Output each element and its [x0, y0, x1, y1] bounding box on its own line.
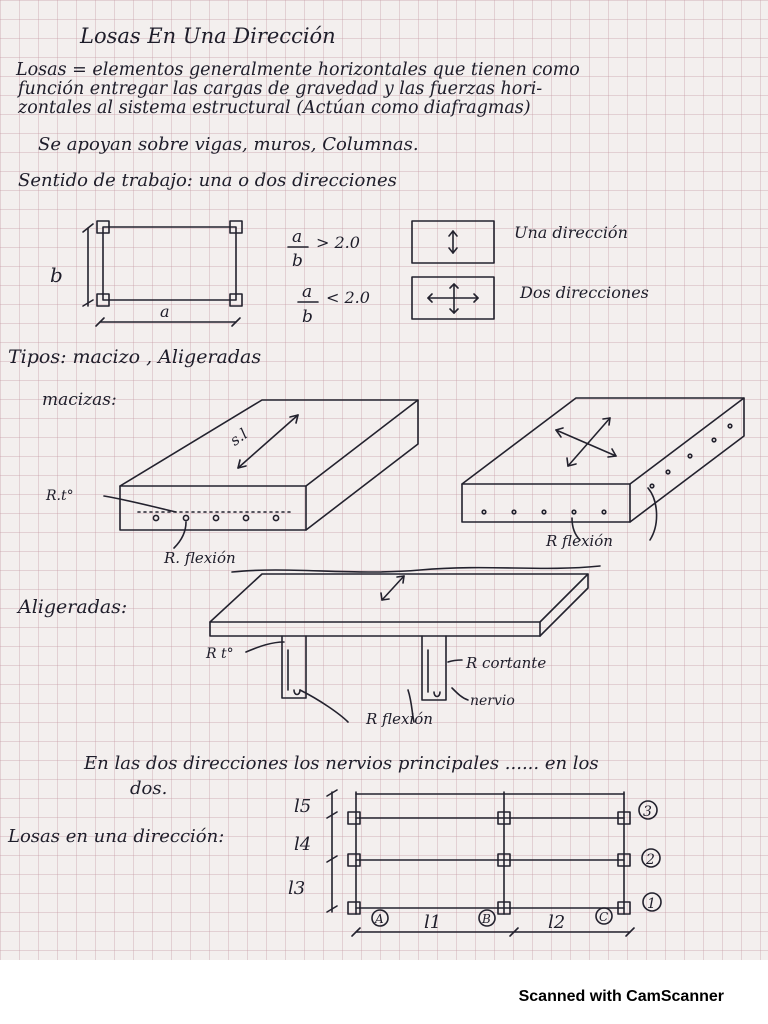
- column-icon: [347, 811, 361, 825]
- fraction-b-1: b: [292, 251, 303, 271]
- column-icon: [96, 293, 110, 307]
- axis-bubble: [371, 909, 389, 927]
- notebook-page: [0, 0, 768, 960]
- flexion-right-label: R flexión: [545, 532, 613, 550]
- slab-plan-diagram: a b: [50, 220, 243, 327]
- column-icon: [347, 901, 361, 915]
- camscanner-watermark: Scanned with CamScanner: [518, 988, 724, 1005]
- row-bubble: [642, 892, 662, 912]
- column-icon: [497, 811, 511, 825]
- row-bubble: [638, 800, 658, 820]
- fraction-a-1: a: [292, 227, 302, 247]
- axis-label-b: B: [481, 912, 491, 926]
- note-line-2: dos.: [130, 778, 168, 799]
- row-bubble: [641, 848, 661, 868]
- column-icon: [229, 220, 243, 234]
- dim-a-label: a: [160, 302, 170, 321]
- dim-l2: l2: [548, 912, 565, 933]
- one-way-box: [411, 220, 495, 264]
- macizas-label: macizas:: [42, 390, 117, 410]
- solid-slab-one-way: [103, 399, 419, 549]
- sl-label: s.l: [227, 425, 252, 450]
- column-icon: [617, 811, 631, 825]
- column-icon: [497, 853, 511, 867]
- page-title: Losas En Una Dirección: [80, 24, 336, 48]
- column-icon: [497, 901, 511, 915]
- axis-bubble: [478, 909, 496, 927]
- row-label-1: 1: [647, 896, 656, 912]
- work-direction-text: Sentido de trabajo: una o dos direccione…: [18, 170, 397, 191]
- dim-l3: l3: [288, 878, 305, 899]
- condition-less: < 2.0: [326, 288, 370, 307]
- flexion-left-label: R. flexión: [163, 549, 236, 567]
- axis-label-c: C: [599, 910, 608, 924]
- row-label-2: 2: [645, 852, 655, 868]
- dim-l5: l5: [294, 796, 311, 817]
- sketches: a b a b > 2.0 a b < 2.0 Una dirección Do…: [45, 220, 745, 937]
- supports-text: Se apoyan sobre vigas, muros, Columnas.: [38, 134, 419, 155]
- ribbed-slab: [209, 565, 601, 723]
- fraction-a-2: a: [302, 282, 312, 302]
- row-label-3: 3: [643, 804, 652, 820]
- two-way-box-label: Dos direcciones: [519, 283, 649, 302]
- dim-l4: l4: [294, 834, 311, 855]
- column-icon: [229, 293, 243, 307]
- fraction-b-2: b: [302, 307, 313, 327]
- rto-label-solid: R.t°: [45, 488, 74, 504]
- rto-label-ribbed: R t°: [205, 646, 234, 662]
- dim-l1: l1: [424, 912, 441, 933]
- flexion-ribbed-label: R flexión: [365, 710, 433, 728]
- axis-bubble: [595, 907, 613, 925]
- definition-line-3: zontales al sistema estructural (Actúan …: [18, 98, 531, 118]
- column-icon: [347, 853, 361, 867]
- ratio-formulas: a b > 2.0 a b < 2.0: [287, 227, 370, 327]
- column-icon: [96, 220, 110, 234]
- dim-b-label: b: [50, 263, 63, 287]
- note-line-1: En las dos direcciones los nervios princ…: [84, 753, 599, 774]
- nervio-label: nervio: [470, 693, 515, 709]
- one-way-label: Losas en una dirección:: [8, 826, 225, 847]
- scan-footer: [0, 960, 768, 1024]
- aligeradas-label: Aligeradas:: [18, 596, 128, 618]
- two-way-box: [411, 276, 495, 320]
- condition-greater: > 2.0: [316, 233, 360, 252]
- types-text: Tipos: macizo , Aligeradas: [8, 346, 262, 368]
- one-way-box-label: Una dirección: [514, 223, 628, 242]
- solid-slab-two-way: [461, 397, 745, 541]
- cortante-label: R cortante: [465, 654, 546, 672]
- one-way-plan: [326, 789, 662, 937]
- column-icon: [617, 853, 631, 867]
- definition-line-2: función entregar las cargas de gravedad …: [18, 79, 543, 99]
- axis-label-a: A: [374, 912, 384, 926]
- definition-line-1: Losas = elementos generalmente horizonta…: [16, 60, 580, 80]
- column-icon: [617, 901, 631, 915]
